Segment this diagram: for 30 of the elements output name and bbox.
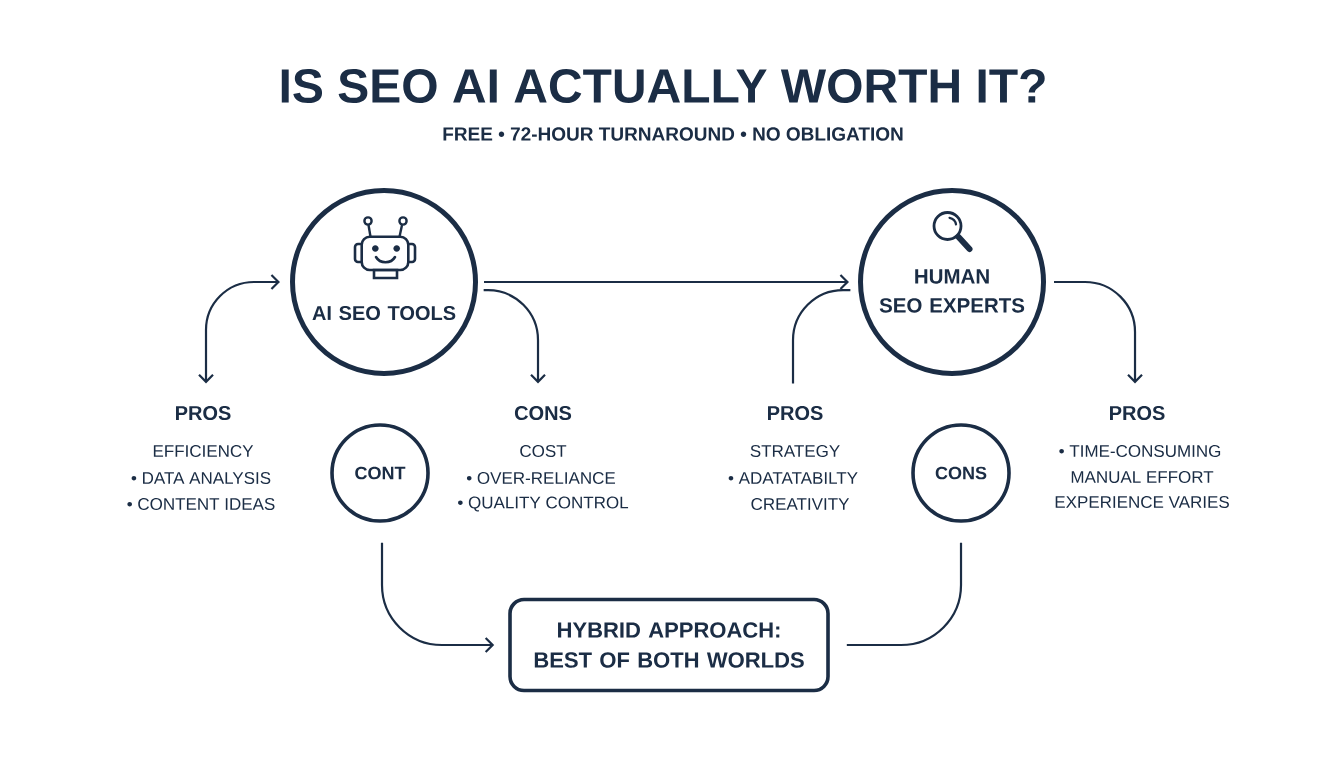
- list-item: • CONTENT IDEAS: [127, 498, 275, 511]
- title: IS SEO AI ACTUALLY WORTH IT?: [281, 69, 1045, 103]
- list-heading: PROS: [176, 405, 231, 421]
- list-item: • QUALITY CONTROL: [458, 496, 629, 512]
- double-arrow: [198, 274, 280, 384]
- list-heading: PROS: [1110, 405, 1165, 421]
- list-heading: PROS: [768, 405, 823, 421]
- subtitle: FREE • 72-HOUR TURNAROUND • NO OBLIGATION: [443, 127, 903, 141]
- rounded-box: HYBRID APPROACH: BEST OF BOTH WORLDS: [508, 597, 830, 693]
- arrow: [484, 274, 849, 290]
- list-item: CREATIVITY: [751, 498, 850, 511]
- list-item: • ADATATABILTY: [728, 472, 858, 484]
- list-item: EFFICIENCY: [153, 445, 254, 458]
- list-heading: CONS: [514, 405, 572, 421]
- list-item: COST: [520, 445, 567, 458]
- arrow: [483, 289, 546, 384]
- circle-node: AI SEO TOOLS: [290, 188, 478, 376]
- list-item: • OVER-RELIANCE: [466, 472, 615, 485]
- arrow: [380, 542, 495, 653]
- circle-node: CONT: [330, 423, 430, 523]
- list-item: • DATA ANALYSIS: [131, 472, 271, 485]
- connector-line: [846, 542, 963, 647]
- list-item: EXPERIENCE VARIES: [1055, 496, 1229, 509]
- arrow: [1054, 280, 1143, 384]
- list-item: • TIME-CONSUMING: [1059, 445, 1221, 458]
- list-item: STRATEGY: [750, 445, 840, 458]
- list-item: MANUAL EFFORT: [1071, 471, 1214, 484]
- connector-line: [791, 289, 851, 384]
- circle-node: CONS: [911, 423, 1011, 523]
- circle-node: HUMAN SEO EXPERTS: [858, 188, 1046, 376]
